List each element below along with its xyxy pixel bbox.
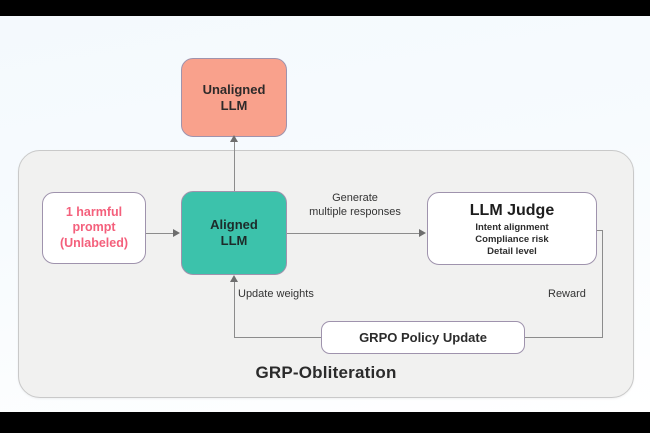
- llm-judge-criterion-1: Intent alignment: [475, 222, 549, 234]
- node-grpo-policy-update[interactable]: GRPO Policy Update: [321, 321, 525, 354]
- arrowhead-to-aligned: [173, 228, 180, 237]
- diagram-canvas: GRP-Obliteration Unaligned LLM 1 harmful…: [0, 16, 650, 412]
- aligned-llm-line2: LLM: [220, 233, 248, 248]
- llm-judge-criterion-3: Detail level: [487, 246, 537, 258]
- aligned-llm-line1: Aligned: [210, 217, 258, 233]
- letterbox-top: [0, 0, 650, 16]
- llm-judge-title: LLM Judge: [469, 201, 555, 219]
- arrowhead-to-judge: [419, 228, 426, 237]
- edge-grpo-to-updateweights: [234, 337, 322, 338]
- harmful-prompt-line3: (Unlabeled): [59, 235, 129, 250]
- grp-obliteration-container: GRP-Obliteration: [18, 150, 634, 398]
- edge-reward-to-grpo: [525, 337, 603, 338]
- edge-label-reward: Reward: [548, 288, 586, 300]
- letterbox-bottom: [0, 412, 650, 433]
- grpo-policy-update-label: GRPO Policy Update: [359, 329, 487, 345]
- arrowhead-to-aligned-bottom: [229, 275, 238, 282]
- arrowhead-to-unaligned: [229, 135, 238, 142]
- llm-judge-criterion-2: Compliance risk: [475, 234, 549, 246]
- node-harmful-prompt[interactable]: 1 harmful prompt (Unlabeled): [42, 192, 146, 264]
- edge-aligned-to-judge: [287, 233, 420, 234]
- unaligned-llm-line1: Unaligned: [202, 81, 266, 97]
- edge-label-generate: Generate multiple responses: [309, 192, 401, 218]
- node-aligned-llm[interactable]: Aligned LLM: [181, 191, 287, 275]
- unaligned-llm-line2: LLM: [220, 97, 248, 113]
- edge-label-update-weights: Update weights: [238, 288, 314, 300]
- harmful-prompt-line2: prompt: [72, 220, 116, 235]
- edge-prompt-to-aligned: [146, 233, 174, 234]
- harmful-prompt-line1: 1 harmful: [65, 205, 123, 220]
- edge-aligned-to-unaligned: [234, 142, 235, 192]
- edge-updateweights-vertical: [234, 282, 235, 338]
- edge-reward-vertical: [602, 230, 603, 338]
- edge-judge-reward-out: [597, 230, 603, 231]
- container-title: GRP-Obliteration: [255, 363, 397, 382]
- node-unaligned-llm[interactable]: Unaligned LLM: [181, 58, 287, 137]
- node-llm-judge[interactable]: LLM Judge Intent alignment Compliance ri…: [427, 192, 597, 265]
